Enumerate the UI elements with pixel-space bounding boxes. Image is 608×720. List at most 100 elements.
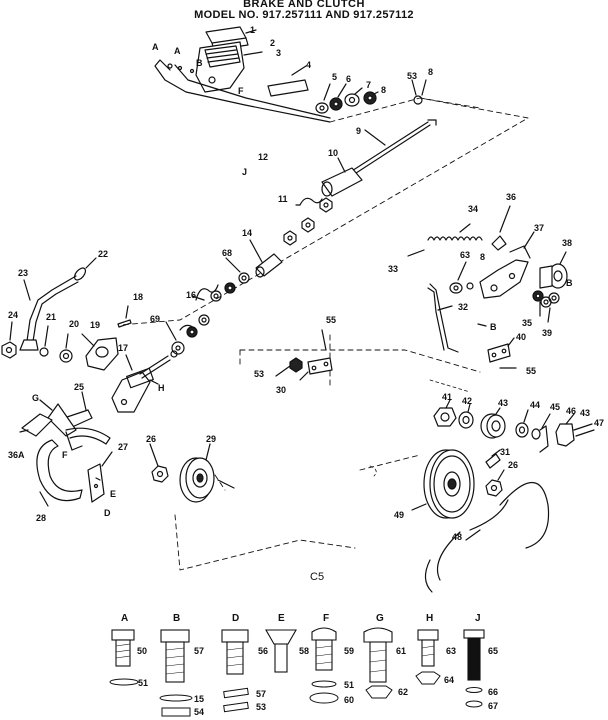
parts-35-39-washers bbox=[532, 290, 560, 323]
svg-text:H: H bbox=[158, 383, 165, 393]
part-69-washers bbox=[165, 314, 210, 355]
svg-text:46: 46 bbox=[566, 406, 576, 416]
parts-20-21-24 bbox=[1, 321, 73, 363]
svg-text:9: 9 bbox=[356, 126, 361, 136]
parts-nuts-upper bbox=[283, 197, 333, 246]
svg-text:58: 58 bbox=[299, 646, 309, 656]
svg-text:39: 39 bbox=[542, 328, 552, 338]
model-number-title: MODEL NO. 917.257111 AND 917.257112 bbox=[194, 9, 414, 21]
svg-text:62: 62 bbox=[398, 687, 408, 697]
svg-text:F: F bbox=[323, 613, 329, 624]
pedal-rod bbox=[154, 59, 331, 123]
svg-text:54: 54 bbox=[194, 707, 204, 717]
svg-text:57: 57 bbox=[256, 689, 266, 699]
part-28-brake-band bbox=[36, 427, 111, 507]
part-37-bellcrank bbox=[479, 231, 535, 299]
part-26-nut bbox=[149, 443, 169, 483]
svg-text:6: 6 bbox=[346, 74, 351, 84]
part-30-bracket bbox=[275, 329, 333, 381]
svg-text:23: 23 bbox=[18, 268, 28, 278]
svg-text:26: 26 bbox=[146, 434, 156, 444]
svg-text:40: 40 bbox=[516, 332, 526, 342]
svg-text:17: 17 bbox=[118, 343, 128, 353]
svg-text:36: 36 bbox=[506, 192, 516, 202]
part-8-washer bbox=[411, 79, 427, 105]
svg-text:65: 65 bbox=[488, 646, 498, 656]
part-10-coupler bbox=[321, 157, 363, 197]
svg-text:E: E bbox=[278, 613, 285, 624]
part-17-lever bbox=[111, 350, 178, 413]
part-40-link bbox=[477, 323, 517, 369]
part-26-nut-right bbox=[485, 469, 505, 497]
svg-text:5: 5 bbox=[332, 72, 337, 82]
svg-text:D: D bbox=[104, 508, 111, 518]
svg-text:A: A bbox=[121, 613, 128, 624]
svg-text:B: B bbox=[173, 613, 180, 624]
part-16-spring bbox=[191, 284, 219, 301]
part-25-linkage bbox=[39, 391, 93, 451]
svg-text:42: 42 bbox=[462, 396, 472, 406]
svg-text:36A: 36A bbox=[8, 450, 25, 460]
part-38-pulley bbox=[539, 251, 568, 289]
svg-text:61: 61 bbox=[396, 646, 406, 656]
svg-text:24: 24 bbox=[8, 310, 18, 320]
svg-text:11: 11 bbox=[278, 194, 288, 204]
svg-text:43: 43 bbox=[580, 408, 590, 418]
svg-text:25: 25 bbox=[74, 382, 84, 392]
svg-text:33: 33 bbox=[388, 264, 398, 274]
svg-text:68: 68 bbox=[222, 248, 232, 258]
part-19-bracket bbox=[81, 333, 119, 371]
part-68-washers bbox=[210, 257, 250, 302]
svg-text:29: 29 bbox=[206, 434, 216, 444]
svg-text:50: 50 bbox=[137, 646, 147, 656]
svg-text:15: 15 bbox=[194, 694, 204, 704]
svg-text:53: 53 bbox=[407, 71, 417, 81]
svg-text:41: 41 bbox=[442, 392, 452, 402]
part-34-spring bbox=[427, 223, 483, 241]
svg-text:7: 7 bbox=[366, 80, 371, 90]
svg-text:35: 35 bbox=[522, 318, 532, 328]
diagram-title: BRAKE AND CLUTCH bbox=[243, 0, 365, 10]
hardware-legend: A B D E F G H J bbox=[109, 613, 498, 717]
svg-text:H: H bbox=[426, 613, 433, 624]
part-4-pedal-grip bbox=[267, 65, 309, 97]
svg-text:10: 10 bbox=[328, 148, 338, 158]
svg-text:59: 59 bbox=[344, 646, 354, 656]
svg-text:12: 12 bbox=[258, 152, 268, 162]
svg-text:60: 60 bbox=[344, 695, 354, 705]
background-hook bbox=[369, 379, 471, 477]
svg-text:37: 37 bbox=[534, 223, 544, 233]
svg-text:55: 55 bbox=[326, 315, 336, 325]
svg-text:1: 1 bbox=[250, 25, 255, 35]
svg-text:G: G bbox=[32, 393, 39, 403]
svg-text:A: A bbox=[152, 42, 159, 52]
svg-text:56: 56 bbox=[258, 646, 268, 656]
svg-text:J: J bbox=[475, 613, 481, 624]
svg-text:63: 63 bbox=[460, 250, 470, 260]
part-31-key bbox=[485, 449, 501, 469]
svg-text:47: 47 bbox=[594, 418, 604, 428]
svg-text:19: 19 bbox=[90, 320, 100, 330]
svg-text:8: 8 bbox=[480, 252, 485, 262]
part-48-belt bbox=[424, 481, 550, 593]
svg-text:8: 8 bbox=[428, 67, 433, 77]
svg-text:51: 51 bbox=[138, 678, 148, 688]
part-18-pin bbox=[117, 305, 132, 328]
svg-text:31: 31 bbox=[500, 447, 510, 457]
svg-text:38: 38 bbox=[562, 238, 572, 248]
svg-text:53: 53 bbox=[256, 702, 266, 712]
svg-text:16: 16 bbox=[186, 290, 196, 300]
svg-text:J: J bbox=[242, 167, 247, 177]
svg-text:E: E bbox=[110, 489, 116, 499]
svg-text:G: G bbox=[376, 613, 384, 624]
part-2-pedal-bracket bbox=[195, 41, 263, 93]
svg-text:66: 66 bbox=[488, 687, 498, 697]
svg-text:53: 53 bbox=[254, 369, 264, 379]
svg-text:27: 27 bbox=[118, 442, 128, 452]
svg-text:64: 64 bbox=[444, 675, 454, 685]
parts-5-8-washers bbox=[315, 83, 379, 114]
svg-text:48: 48 bbox=[452, 532, 462, 542]
svg-text:4: 4 bbox=[306, 60, 311, 70]
part-49-engine-pulley bbox=[411, 449, 475, 519]
